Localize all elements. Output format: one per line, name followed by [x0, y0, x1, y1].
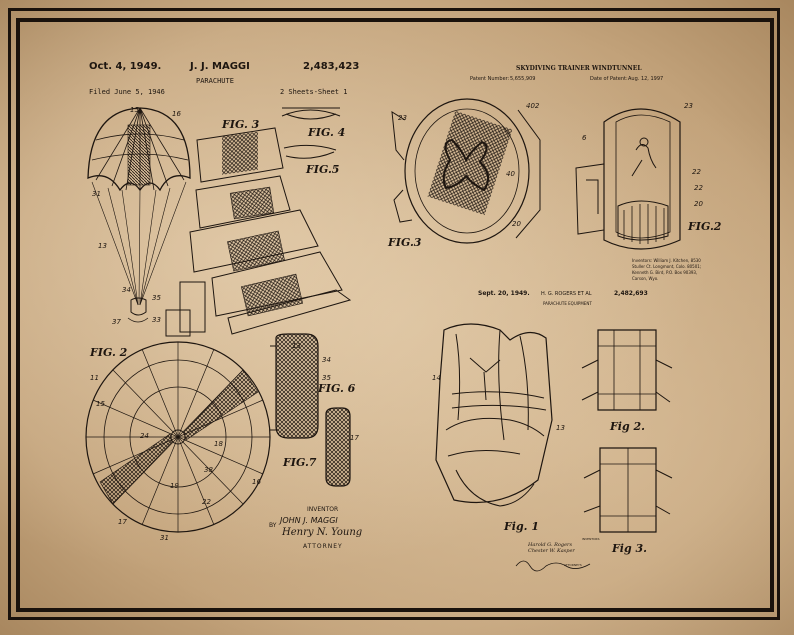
svg-text:34: 34 — [122, 286, 131, 294]
svg-text:20: 20 — [694, 200, 703, 208]
svg-text:18: 18 — [214, 440, 223, 448]
windtunnel-fig3-drawing: FIG.3 — [387, 98, 541, 249]
bottom-right-attorneys-caption: ATTORNEYS — [564, 563, 582, 567]
harness-fig1-drawing: Fig. 1 — [435, 323, 553, 533]
svg-text:35: 35 — [322, 374, 331, 382]
svg-text:15: 15 — [130, 106, 139, 114]
outer-frame — [8, 8, 780, 620]
svg-text:13: 13 — [292, 342, 301, 350]
bottom-right-patent-date: Sept. 20, 1949. — [478, 290, 530, 297]
bottom-right-patent-title: PARACHUTE EQUIPMENT — [543, 301, 592, 306]
reference-numerals: 16 15 31 13 34 35 33 37 11 15 24 18 38 1… — [90, 102, 703, 542]
svg-text:FIG. 2: FIG. 2 — [89, 346, 128, 359]
svg-text:34: 34 — [322, 356, 331, 364]
svg-text:17: 17 — [118, 518, 127, 526]
svg-text:Fig 3.: Fig 3. — [611, 542, 647, 555]
svg-text:11: 11 — [90, 374, 99, 382]
svg-text:Fig 2.: Fig 2. — [609, 420, 645, 433]
svg-text:19: 19 — [170, 482, 179, 490]
bottom-right-inventor-header: H. G. ROGERS ET AL — [541, 291, 592, 297]
svg-text:16: 16 — [172, 110, 181, 118]
svg-text:38: 38 — [204, 466, 213, 474]
svg-text:31: 31 — [92, 190, 101, 198]
svg-text:33: 33 — [152, 316, 161, 324]
svg-text:22: 22 — [694, 184, 703, 192]
svg-text:Fig. 1: Fig. 1 — [503, 520, 539, 533]
svg-text:20: 20 — [512, 220, 521, 228]
fig1-parachute-drawing — [87, 107, 191, 323]
svg-text:13: 13 — [556, 424, 565, 432]
svg-text:6: 6 — [582, 134, 587, 142]
svg-text:FIG. 6: FIG. 6 — [317, 382, 356, 395]
fig6-fig7-capsule-drawing: FIG. 6 FIG.7 — [270, 333, 356, 487]
left-patent-inventor-header: J. J. MAGGI — [190, 61, 250, 72]
top-right-inventors: Inventors: William J. Kitchen, 8530 Stul… — [632, 258, 702, 281]
left-patent-title: PARACHUTE — [196, 77, 234, 85]
left-inventor-name: JOHN J. MAGGI — [280, 516, 338, 525]
bottom-right-patent-number: 2,482,693 — [614, 290, 648, 297]
left-attorney-signature: Henry N. Young — [282, 527, 363, 538]
left-by-caption: BY — [269, 522, 277, 529]
svg-text:402: 402 — [526, 102, 540, 110]
attorney-signature-mark — [515, 560, 591, 572]
svg-text:22: 22 — [202, 498, 211, 506]
top-right-patent-number-label: Patent Number: — [470, 76, 510, 82]
svg-text:17: 17 — [350, 434, 359, 442]
svg-text:13: 13 — [98, 242, 107, 250]
svg-text:37: 37 — [112, 318, 121, 326]
svg-text:FIG.2: FIG.2 — [687, 220, 722, 233]
left-attorney-caption: ATTORNEY — [303, 543, 343, 550]
left-inventor-caption: INVENTOR — [307, 506, 339, 513]
fig2-canopy-plan-drawing: FIG. 2 — [85, 341, 271, 533]
svg-text:23: 23 — [398, 114, 407, 122]
svg-text:31: 31 — [160, 534, 169, 542]
svg-text:35: 35 — [152, 294, 161, 302]
svg-text:FIG.5: FIG.5 — [305, 163, 339, 176]
svg-text:14: 14 — [432, 374, 441, 382]
top-right-date-label: Date of Patent: — [590, 76, 628, 82]
inner-frame — [16, 18, 774, 612]
svg-text:22: 22 — [692, 168, 701, 176]
svg-text:FIG.3: FIG.3 — [387, 236, 422, 249]
svg-text:16: 16 — [252, 478, 261, 486]
svg-text:24: 24 — [140, 432, 149, 440]
left-patent-filed: Filed June 5, 1946 — [89, 88, 165, 96]
pack-fig2-fig3-drawing: Fig 2. Fig 3. — [581, 329, 673, 555]
top-right-date: Aug. 12, 1997 — [628, 76, 664, 82]
svg-text:FIG. 4: FIG. 4 — [307, 126, 345, 139]
svg-text:FIG.7: FIG.7 — [282, 456, 317, 469]
left-patent-date: Oct. 4, 1949. — [89, 61, 162, 72]
windtunnel-fig2-drawing: FIG.2 — [575, 108, 722, 250]
svg-text:40: 40 — [506, 170, 515, 178]
top-right-patent-title: SKYDIVING TRAINER WINDTUNNEL — [516, 65, 642, 72]
left-patent-sheets: 2 Sheets-Sheet 1 — [280, 88, 348, 96]
svg-text:15: 15 — [96, 400, 105, 408]
fig3-panel-strips-drawing: FIG. 3 FIG. 4 FIG.5 — [165, 107, 352, 337]
bottom-right-inventors-names: Harold G. Rogers Chester W. Kasper — [528, 542, 575, 554]
left-patent-number: 2,483,423 — [303, 61, 360, 72]
bottom-right-inventors-caption: INVENTORS — [582, 537, 600, 541]
svg-text:23: 23 — [684, 102, 693, 110]
top-right-patent-number: 5,655,909 — [510, 76, 536, 82]
svg-text:FIG. 3: FIG. 3 — [221, 118, 260, 131]
